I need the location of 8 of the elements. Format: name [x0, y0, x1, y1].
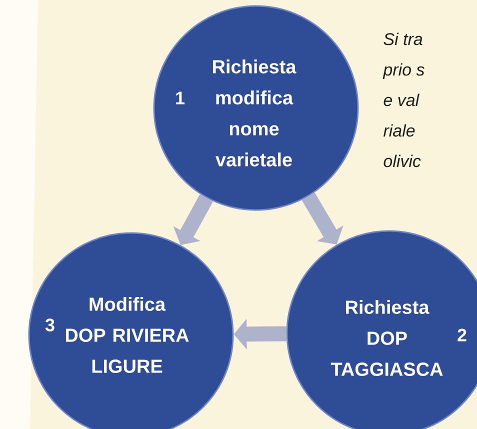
- body-text: olivic: [384, 154, 421, 168]
- circle-node: 3 Modifica DOP RIVIERA LIGURE: [28, 232, 234, 429]
- body-text: prio s: [382, 63, 424, 80]
- body-text: Si tra: [384, 32, 422, 46]
- circle-node: 1 Richiesta modifica nome varietale: [153, 5, 359, 211]
- body-text: e val: [384, 94, 420, 106]
- body-text: riale: [383, 124, 415, 137]
- circle-node: Richiesta DOP TAGGIASCA 2: [286, 230, 477, 429]
